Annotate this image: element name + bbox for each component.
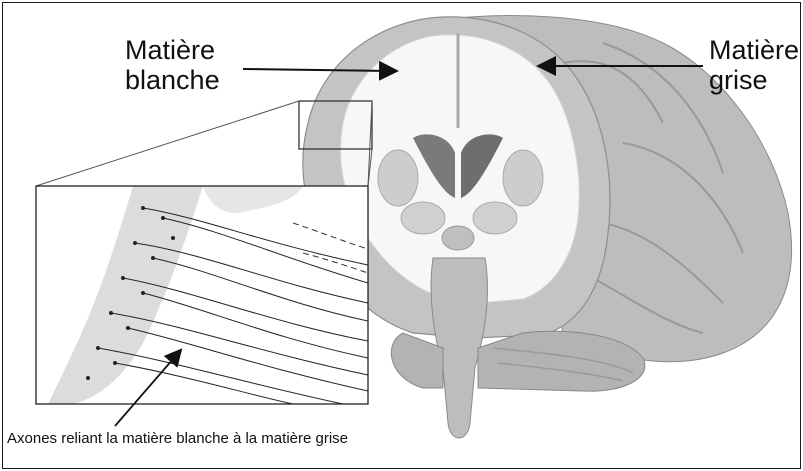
white-matter-label-line2: blanche	[125, 65, 220, 95]
grey-matter-label: Matière grise	[709, 35, 799, 95]
white-matter-label-line1: Matière	[125, 35, 220, 65]
grey-matter-label-line2: grise	[709, 65, 799, 95]
brain-illustration	[3, 3, 800, 468]
white-matter-label: Matière blanche	[125, 35, 220, 95]
grey-matter-label-line1: Matière	[709, 35, 799, 65]
axons-caption: Axones reliant la matière blanche à la m…	[7, 431, 348, 448]
inset-magnified-view	[36, 186, 368, 404]
